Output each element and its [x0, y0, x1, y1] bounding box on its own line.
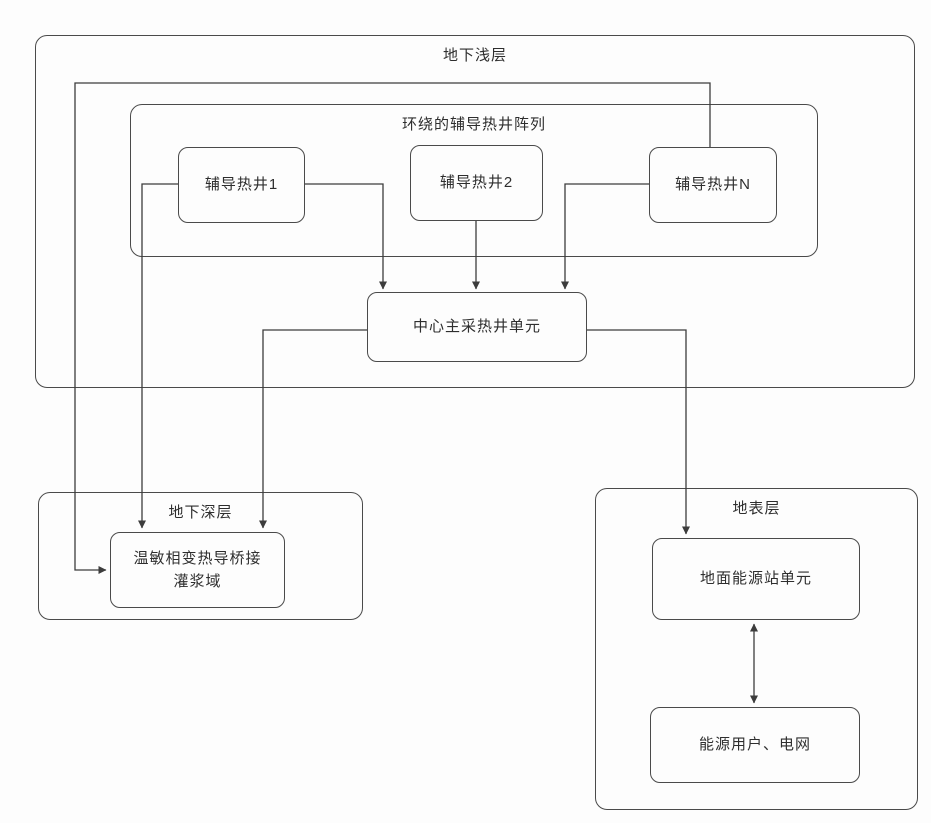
auxiliary-well-2-node: 辅导热井2 [410, 145, 543, 221]
energy-users-grid-node: 能源用户、电网 [650, 707, 860, 783]
auxiliary-well-1-label: 辅导热井1 [204, 176, 279, 194]
central-main-well-unit-label: 中心主采热井单元 [412, 318, 541, 336]
energy-users-grid-label: 能源用户、电网 [698, 736, 811, 754]
surface-layer-box: 地表层 [595, 488, 918, 810]
ground-energy-station-label: 地面能源站单元 [699, 570, 812, 588]
grout-zone-label: 温敏相变热导桥接灌浆域 [133, 549, 262, 590]
deep-layer-title: 地下深层 [168, 504, 233, 521]
auxiliary-well-n-label: 辅导热井N [675, 176, 751, 194]
auxiliary-well-1-node: 辅导热井1 [178, 147, 305, 223]
shallow-layer-title: 地下浅层 [442, 47, 507, 64]
auxiliary-well-array-title: 环绕的辅导热井阵列 [401, 116, 546, 133]
surface-layer-title: 地表层 [732, 500, 781, 517]
auxiliary-well-n-node: 辅导热井N [649, 147, 777, 223]
central-main-well-unit-node: 中心主采热井单元 [367, 292, 587, 362]
grout-zone-node: 温敏相变热导桥接灌浆域 [110, 532, 285, 608]
auxiliary-well-2-label: 辅导热井2 [439, 174, 514, 192]
ground-energy-station-node: 地面能源站单元 [652, 538, 860, 620]
